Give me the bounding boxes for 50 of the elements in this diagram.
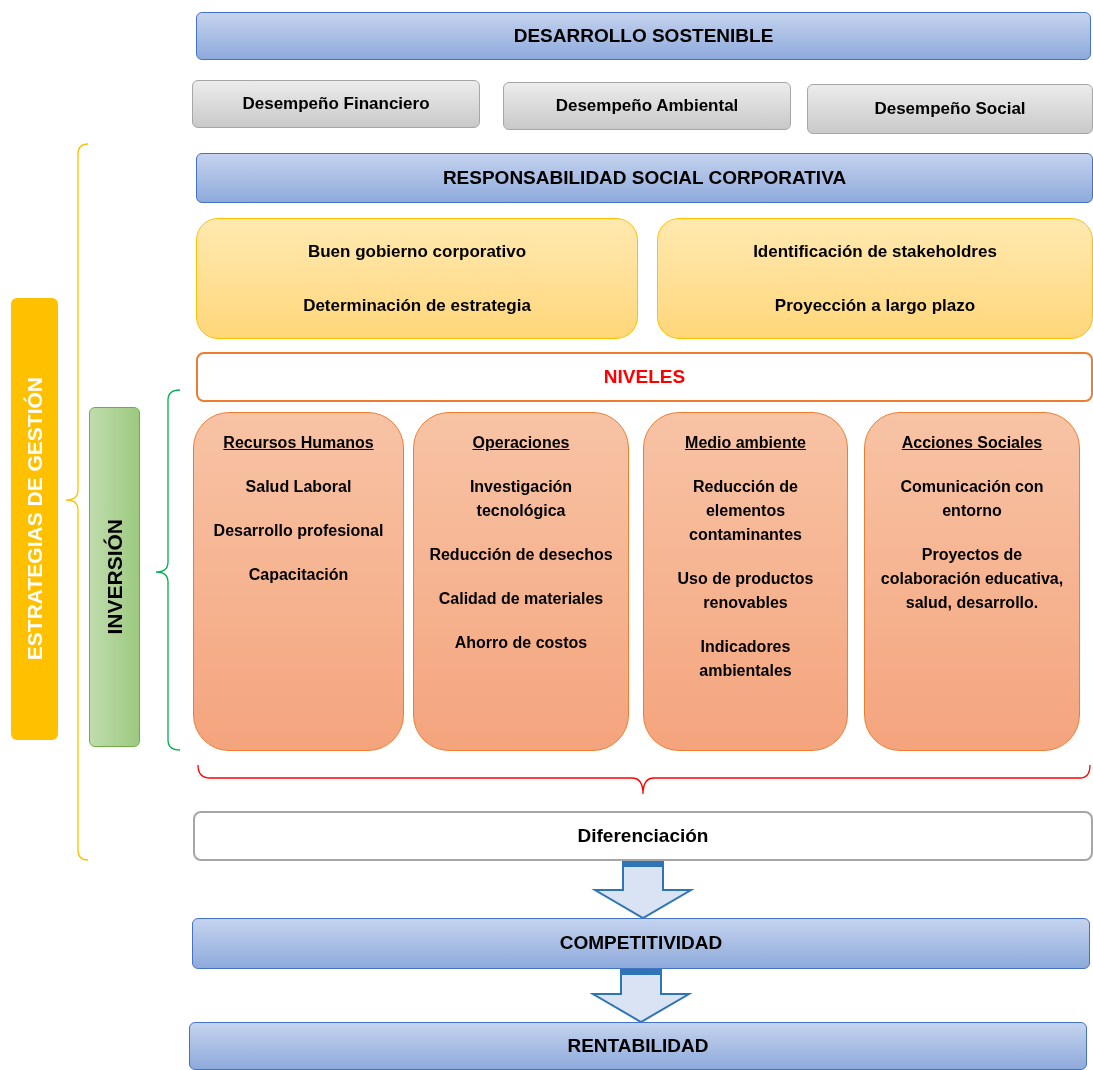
result-box — [193, 811, 1093, 861]
block-arrow — [591, 860, 695, 920]
box-label: Desempeño Financiero — [242, 93, 430, 116]
box-label: NIVELES — [603, 364, 686, 389]
principle-box — [657, 218, 1093, 339]
box-label: Desempeño Ambiental — [555, 95, 739, 118]
principle-text: Identificación de stakeholdres — [753, 241, 997, 263]
principle-text: Proyección a largo plazo — [774, 294, 976, 317]
box-label: RESPONSABILIDAD SOCIAL CORPORATIVA — [442, 165, 847, 190]
block-arrow — [589, 968, 693, 1024]
card-heading: Operaciones — [472, 433, 570, 453]
card-item: Calidad de materiales — [438, 589, 604, 609]
box-label: Diferenciación — [577, 823, 709, 848]
level-card — [864, 412, 1080, 751]
header-bar — [196, 12, 1091, 60]
principle-box — [196, 218, 638, 339]
level-header-bar — [196, 352, 1093, 402]
level-card — [413, 412, 629, 751]
box-label: DESARROLLO SOSTENIBLE — [513, 23, 774, 48]
card-item: Reducción de elementos contaminantes — [688, 477, 803, 545]
card-item: Salud Laboral — [245, 477, 352, 497]
card-heading: Recursos Humanos — [223, 433, 374, 453]
card-heading: Acciones Sociales — [901, 433, 1043, 453]
level-card — [193, 412, 404, 751]
category-box — [192, 80, 480, 128]
category-box — [807, 84, 1093, 134]
result-bar — [189, 1022, 1087, 1070]
side-label-bar — [11, 298, 58, 740]
card-heading: Medio ambiente — [685, 433, 806, 453]
category-box — [503, 82, 791, 130]
result-bar — [192, 918, 1090, 969]
card-item: Capacitación — [248, 565, 349, 585]
level-card — [643, 412, 848, 751]
principle-text: Buen gobierno corporativo — [307, 241, 527, 263]
card-item: Indicadores ambientales — [698, 637, 793, 681]
box-label: COMPETITIVIDAD — [559, 931, 723, 956]
vertical-label: INVERSIÓN — [101, 519, 127, 635]
card-item: Desarrollo profesional — [213, 521, 384, 541]
box-label: Desempeño Social — [874, 98, 1026, 121]
card-item: Comunicación con entorno — [899, 477, 1045, 521]
card-item: Ahorro de costos — [454, 633, 588, 653]
side-label-bar — [89, 407, 140, 747]
card-item: Reducción de desechos — [429, 545, 613, 565]
principle-text: Determinación de estrategia — [303, 294, 531, 317]
vertical-label: ESTRATEGIAS DE GESTIÓN — [21, 377, 47, 661]
card-item: Uso de productos renovables — [676, 569, 815, 613]
header-bar — [196, 153, 1093, 203]
card-item: Investigación tecnológica — [468, 477, 574, 521]
card-item: Proyectos de colaboración educativa, salud, desarrollo. — [879, 545, 1065, 613]
box-label: RENTABILIDAD — [567, 1033, 709, 1058]
